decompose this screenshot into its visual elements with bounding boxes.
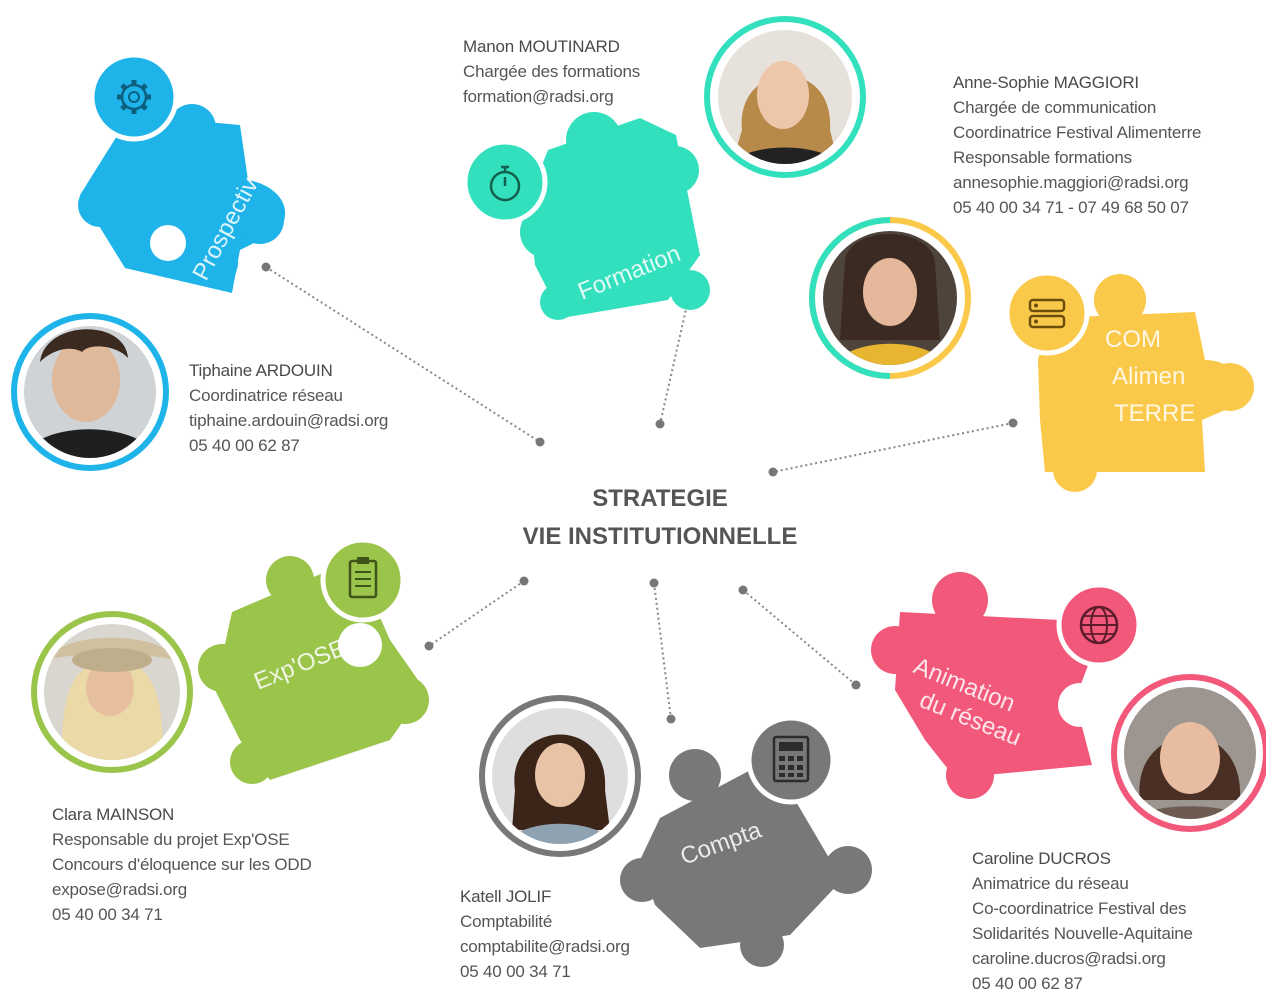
- person-email[interactable]: formation@radsi.org: [463, 87, 614, 106]
- person-info-katell: Katell JOLIF Comptabilité comptabilite@r…: [460, 884, 630, 984]
- person-name: Anne-Sophie MAGGIORI: [953, 73, 1139, 92]
- connector-com: [772, 422, 1014, 473]
- person-phone: 05 40 00 34 71 - 07 49 68 50 07: [953, 198, 1189, 217]
- person-name: Tiphaine ARDOUIN: [189, 361, 333, 380]
- center-title: STRATEGIE VIE INSTITUTIONNELLE: [460, 480, 860, 556]
- person-name: Caroline DUCROS: [972, 849, 1111, 868]
- piece-label-com-2: Alimen: [1112, 363, 1185, 390]
- person-phone: 05 40 00 62 87: [189, 436, 300, 455]
- connector-dot: [655, 419, 665, 429]
- person-email[interactable]: expose@radsi.org: [52, 880, 188, 899]
- connector-dot: [768, 467, 778, 477]
- person-role: Animatrice du réseau: [972, 874, 1129, 893]
- avatar-manon: [704, 16, 866, 178]
- globe-icon: [1056, 582, 1142, 668]
- person-role: Comptabilité: [460, 912, 553, 931]
- connector-animation: [742, 589, 857, 686]
- person-email[interactable]: tiphaine.ardouin@radsi.org: [189, 411, 389, 430]
- connector-expose: [428, 580, 525, 647]
- connector-dot: [649, 578, 659, 588]
- puzzle-piece-formation: [520, 112, 710, 320]
- connector-prospective: [265, 266, 541, 443]
- person-role: Responsable formations: [953, 148, 1132, 167]
- puzzle-piece-com: [1038, 274, 1254, 492]
- avatar-anne-sophie: [809, 217, 971, 379]
- person-role: Co-coordinatrice Festival des: [972, 899, 1187, 918]
- person-phone: 05 40 00 34 71: [52, 905, 163, 924]
- person-info-clara: Clara MAINSON Responsable du projet Exp'…: [52, 802, 312, 927]
- person-role: Concours d'éloquence sur les ODD: [52, 855, 312, 874]
- person-role: Chargée de communication: [953, 98, 1157, 117]
- avatar-tiphaine: [11, 313, 169, 471]
- person-name: Katell JOLIF: [460, 887, 552, 906]
- person-phone: 05 40 00 34 71: [460, 962, 571, 981]
- connector-dot: [424, 641, 434, 651]
- connector-dot: [261, 262, 271, 272]
- connector-dot: [535, 437, 545, 447]
- avatar-katell: [479, 695, 641, 857]
- server-icon: [1004, 270, 1090, 356]
- piece-label-com-3: TERRE: [1114, 400, 1195, 427]
- person-email[interactable]: annesophie.maggiori@radsi.org: [953, 173, 1189, 192]
- person-role: Coordinatrice réseau: [189, 386, 343, 405]
- connector-dot: [1008, 418, 1018, 428]
- avatar-clara: [31, 611, 193, 773]
- person-role: Coordinatrice Festival Alimenterre: [953, 123, 1202, 142]
- connector-dot: [738, 585, 748, 595]
- connector-dot: [851, 680, 861, 690]
- connector-formation: [659, 295, 690, 425]
- person-email[interactable]: caroline.ducros@radsi.org: [972, 949, 1166, 968]
- person-email[interactable]: comptabilite@radsi.org: [460, 937, 630, 956]
- person-info-manon: Manon MOUTINARD Chargée des formations f…: [463, 34, 640, 109]
- person-role: Responsable du projet Exp'OSE: [52, 830, 290, 849]
- center-title-line1: STRATEGIE: [592, 485, 728, 512]
- puzzle-piece-compta: [620, 749, 872, 967]
- person-role: Solidarités Nouvelle-Aquitaine: [972, 924, 1193, 943]
- person-phone: 05 40 00 62 87: [972, 974, 1083, 993]
- connector-compta: [653, 582, 672, 720]
- person-name: Manon MOUTINARD: [463, 37, 620, 56]
- person-info-anne-sophie: Anne-Sophie MAGGIORI Chargée de communic…: [953, 70, 1202, 220]
- center-title-line2: VIE INSTITUTIONNELLE: [522, 523, 798, 550]
- person-role: Chargée des formations: [463, 62, 641, 81]
- calculator-icon: [746, 715, 836, 805]
- connector-dot: [666, 714, 676, 724]
- piece-label-com-1: COM: [1105, 326, 1161, 353]
- avatar-caroline: [1111, 674, 1266, 832]
- connector-dot: [519, 576, 529, 586]
- gear-icon: [89, 52, 179, 142]
- puzzle-piece-animation: [871, 572, 1102, 799]
- puzzle-piece-expose: [198, 556, 429, 784]
- clipboard-icon: [320, 537, 406, 623]
- person-info-tiphaine: Tiphaine ARDOUIN Coordinatrice réseau ti…: [189, 358, 388, 458]
- stopwatch-icon: [462, 139, 548, 225]
- puzzle-piece-prospective: [78, 104, 286, 293]
- person-info-caroline: Caroline DUCROS Animatrice du réseau Co-…: [972, 846, 1193, 994]
- person-name: Clara MAINSON: [52, 805, 175, 824]
